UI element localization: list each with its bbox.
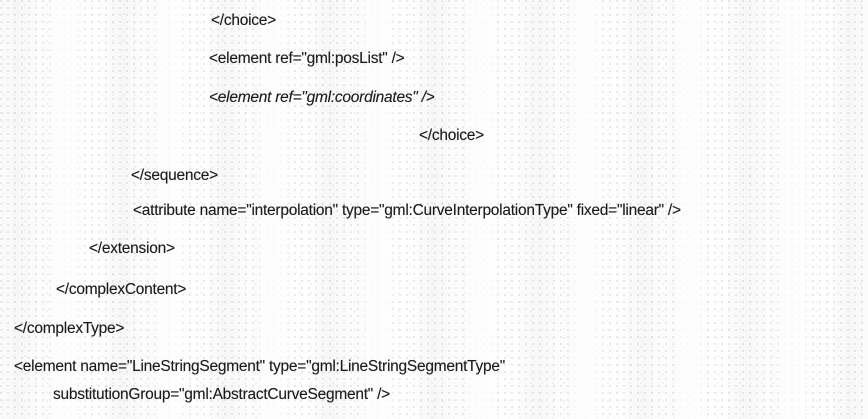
line-close-sequence: </sequence> <box>131 167 218 184</box>
line-close-choice-1: </choice> <box>211 12 276 29</box>
line-element-linestringsegment: <element name="LineStringSegment" type="… <box>14 358 506 375</box>
line-attribute-interpolation: <attribute name="interpolation" type="gm… <box>133 202 681 219</box>
line-close-extension: </extension> <box>89 240 175 257</box>
line-element-poslist: <element ref="gml:posList" /> <box>209 50 405 67</box>
line-close-complextype: </complexType> <box>14 320 125 337</box>
line-substitutiongroup: substitutionGroup="gml:AbstractCurveSegm… <box>53 386 390 403</box>
line-element-coordinates: <element ref="gml:coordinates" /> <box>209 89 435 106</box>
line-close-choice-2: </choice> <box>419 127 484 144</box>
line-close-complexcontent: </complexContent> <box>56 281 187 298</box>
